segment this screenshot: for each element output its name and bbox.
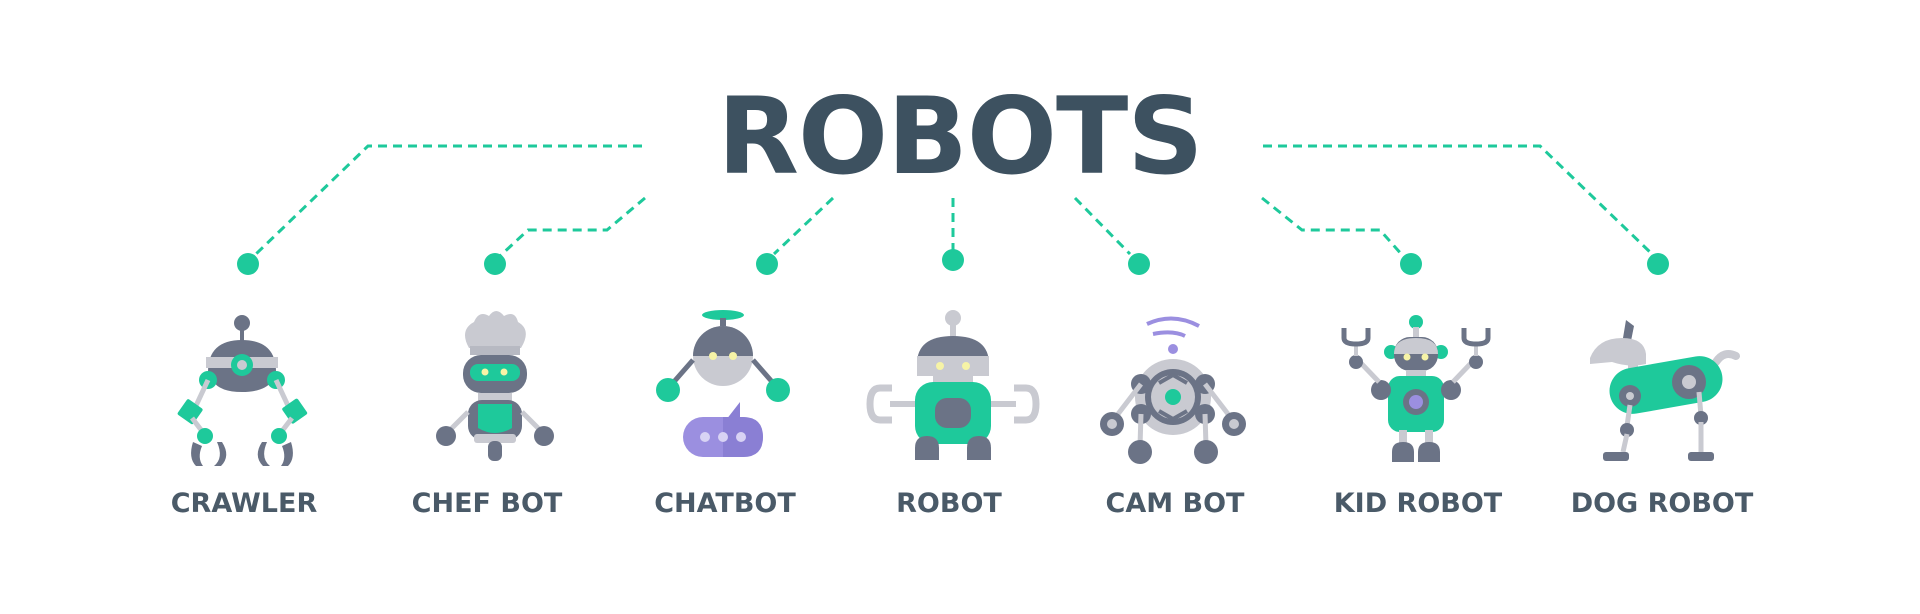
connector-dog-robot	[1263, 144, 1654, 256]
label-dog-robot: DOG ROBOT	[1570, 488, 1754, 519]
connector-chatbot	[772, 196, 835, 256]
dot-kid-robot	[1400, 253, 1422, 275]
chef-bot-icon	[436, 311, 554, 461]
label-crawler: CRAWLER	[170, 488, 318, 519]
dot-cam-bot	[1128, 253, 1150, 275]
chatbot-icon	[656, 310, 790, 457]
connector-kid-robot	[1261, 196, 1405, 257]
label-kid-robot: KID ROBOT	[1333, 488, 1503, 519]
label-robot: ROBOT	[896, 488, 1002, 519]
dot-dog-robot	[1647, 253, 1669, 275]
connector-chef-bot	[498, 196, 646, 258]
dot-crawler	[237, 253, 259, 275]
robot-icon	[866, 310, 1040, 460]
label-chef-bot: CHEF BOT	[411, 488, 563, 519]
connector-cam-bot	[1073, 196, 1132, 256]
kid-robot-icon	[1341, 315, 1491, 462]
label-cam-bot: CAM BOT	[1105, 488, 1245, 519]
cam-bot-icon	[1100, 316, 1246, 464]
connector-crawler	[254, 144, 642, 256]
label-chatbot: CHATBOT	[654, 488, 796, 519]
dot-robot	[942, 249, 964, 271]
dot-chef-bot	[484, 253, 506, 275]
dot-chatbot	[756, 253, 778, 275]
dog-robot-icon	[1590, 320, 1740, 461]
banner-title: ROBOTS	[717, 75, 1203, 198]
crawler-robot-icon	[177, 315, 308, 466]
